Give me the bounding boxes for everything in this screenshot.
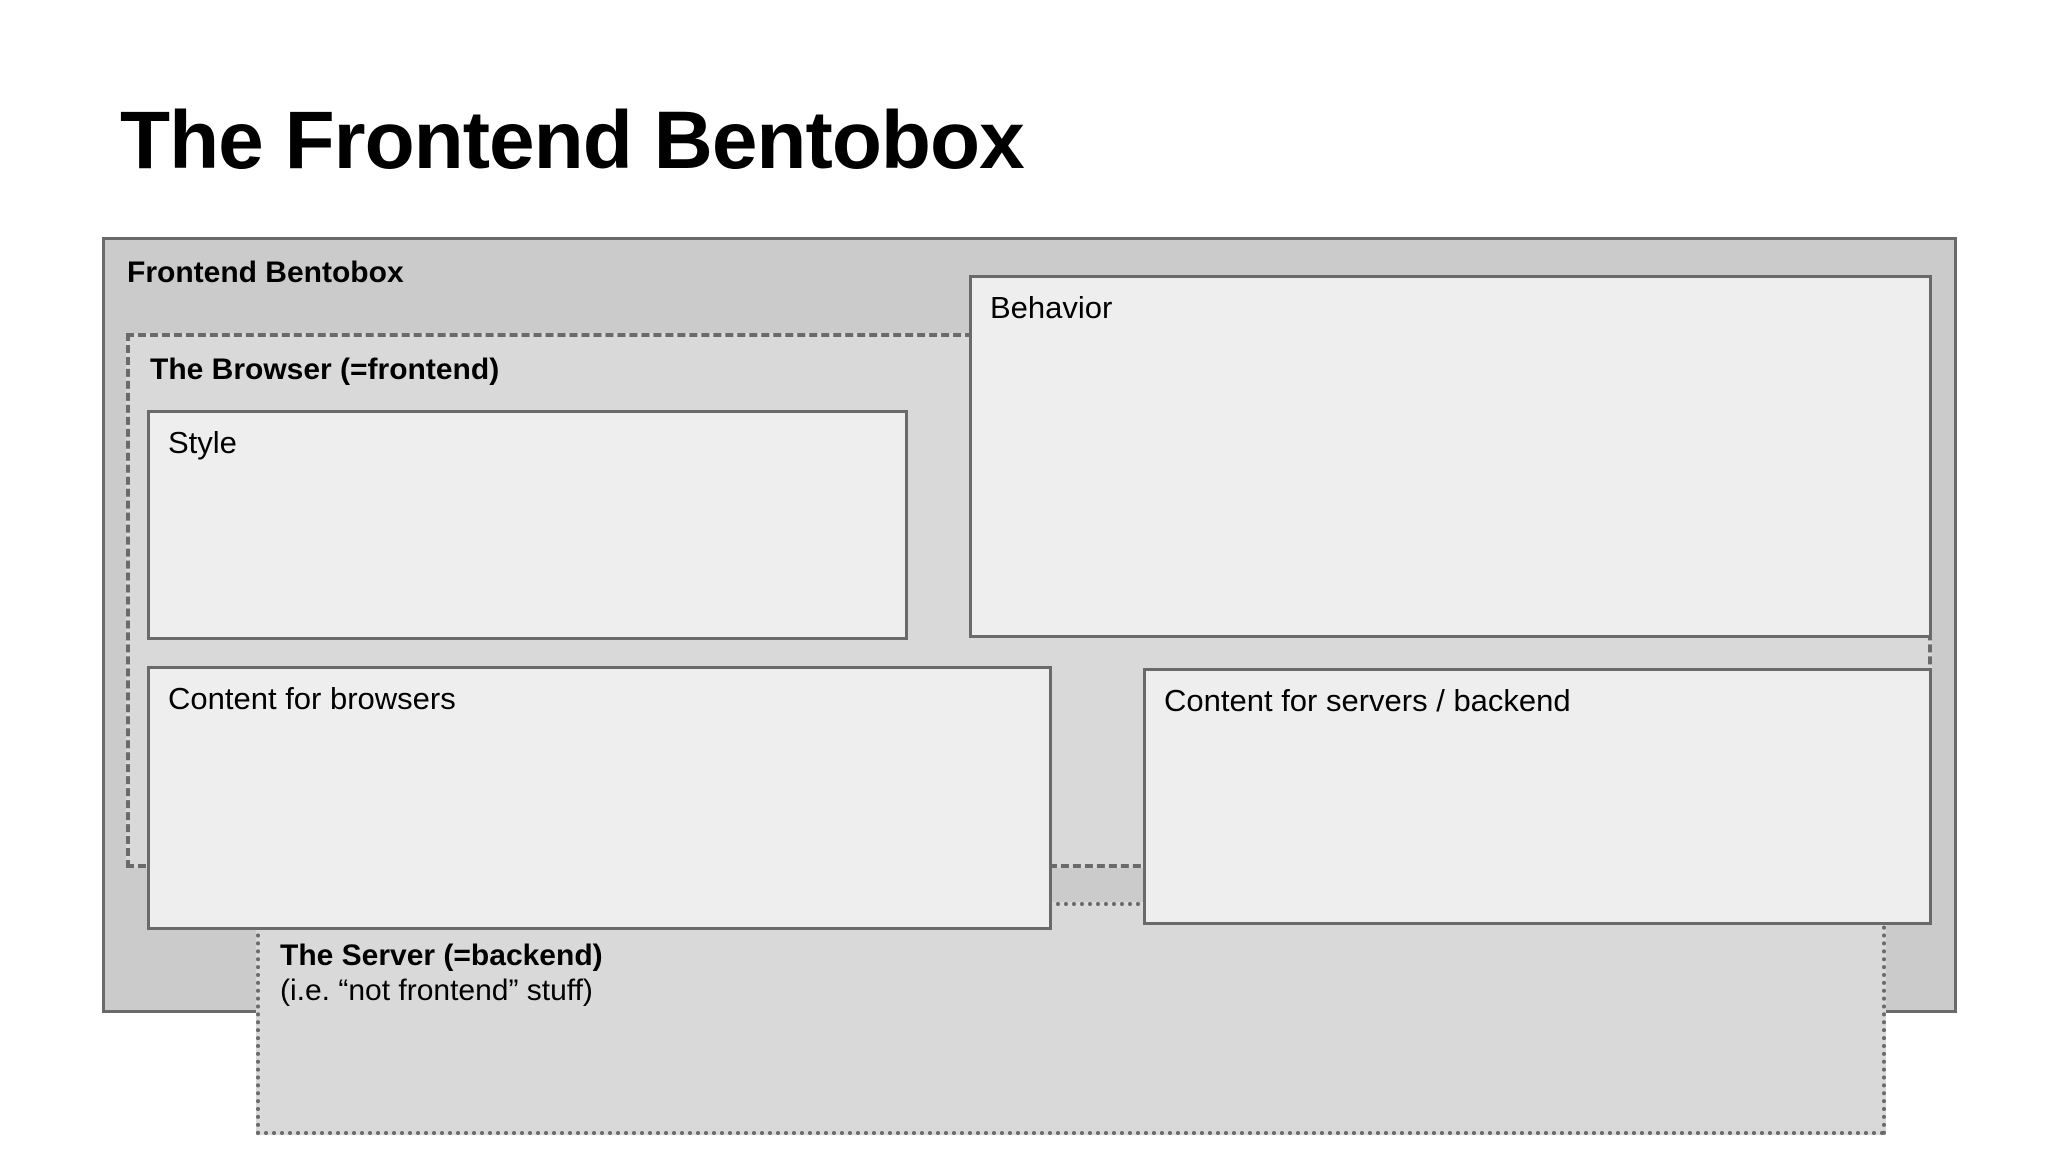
page-title: The Frontend Bentobox <box>120 95 1025 186</box>
server-backend-label-block: The Server (=backend) (i.e. “not fronten… <box>280 938 603 1009</box>
card-content-for-servers-backend-label: Content for servers / backend <box>1164 683 1571 718</box>
card-behavior: Behavior <box>969 275 1932 638</box>
server-backend-group: The Server (=backend) (i.e. “not fronten… <box>256 902 1886 1135</box>
browser-frontend-label: The Browser (=frontend) <box>150 353 500 386</box>
server-backend-subtitle: (i.e. “not frontend” stuff) <box>280 974 593 1008</box>
card-behavior-label: Behavior <box>990 290 1113 325</box>
card-style-label: Style <box>168 425 237 460</box>
card-content-for-browsers-label: Content for browsers <box>168 681 456 716</box>
frontend-bentobox-label: Frontend Bentobox <box>127 256 404 289</box>
card-content-for-servers-backend: Content for servers / backend <box>1143 668 1932 925</box>
card-style: Style <box>147 410 908 640</box>
server-backend-title: The Server (=backend) <box>280 939 603 972</box>
card-content-for-browsers: Content for browsers <box>147 666 1052 930</box>
